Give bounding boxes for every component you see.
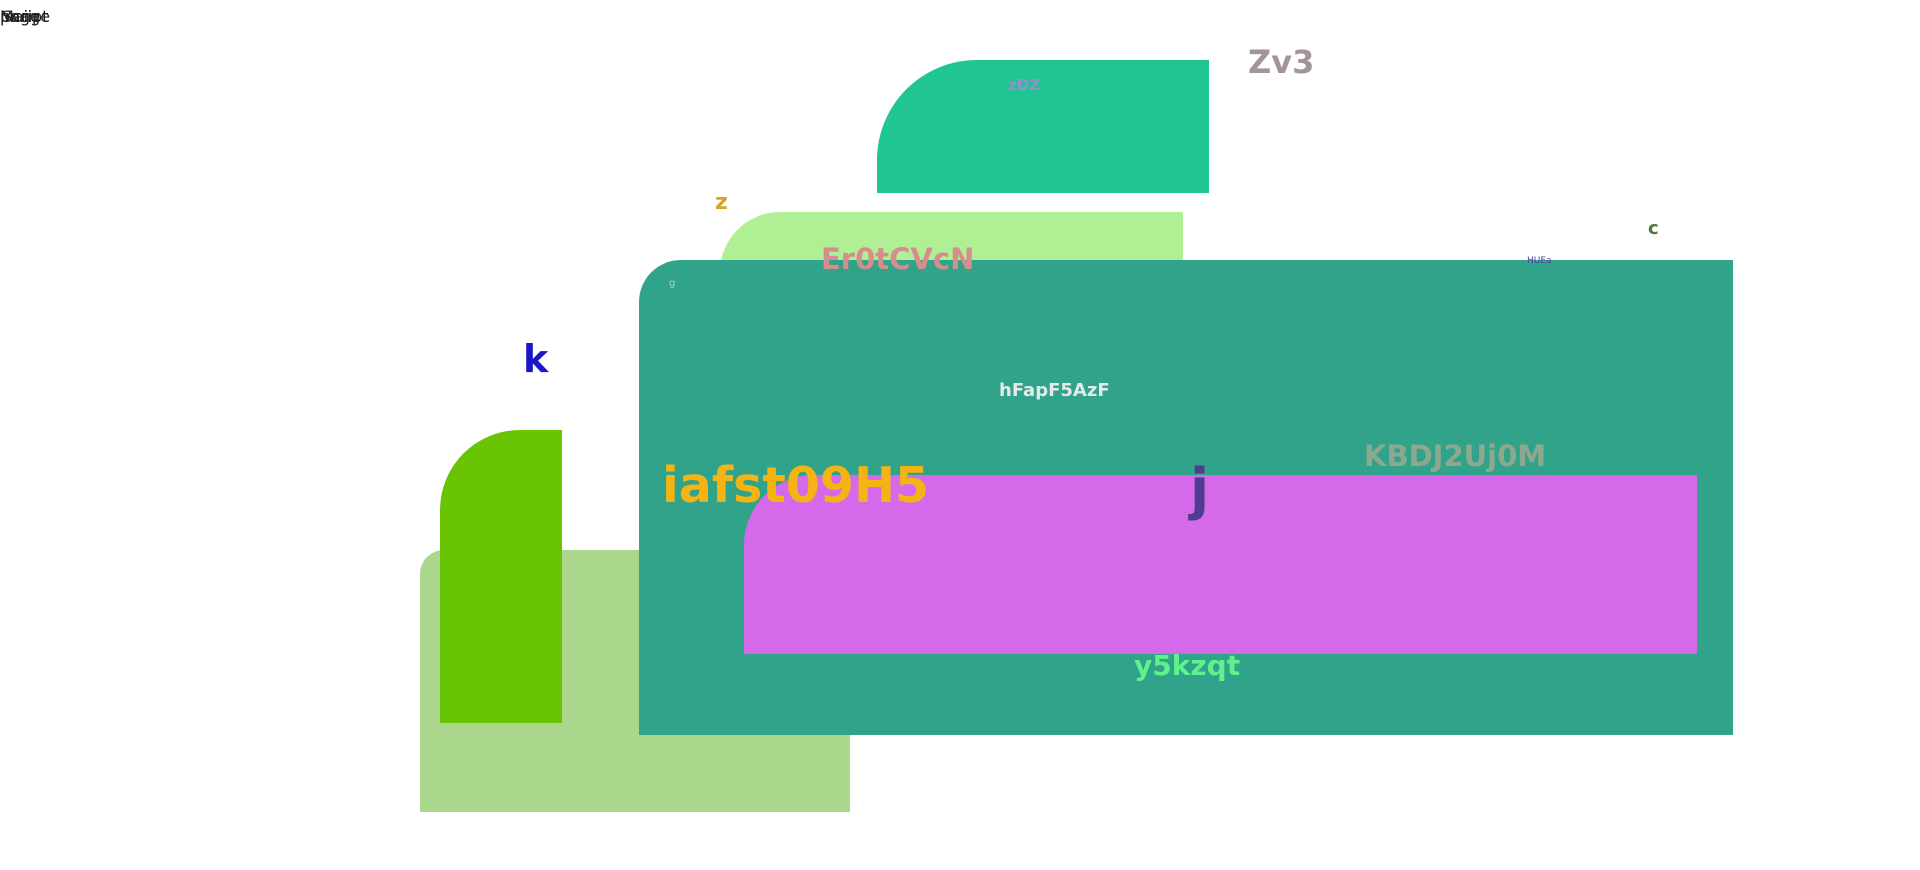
corner-label-image: Image xyxy=(0,7,51,26)
corner-label-main: Main xyxy=(0,7,39,26)
label-y5: y5kzqt xyxy=(1134,649,1241,682)
label-zv3: Zv3 xyxy=(1248,43,1315,81)
corner-label-page: page xyxy=(0,7,40,26)
label-hfap: hFapF5AzF xyxy=(999,380,1110,401)
label-zdz: zDZ xyxy=(1008,76,1041,94)
label-iafst: iafst09H5 xyxy=(662,457,930,514)
label-kbdj: KBDJ2Uj0M xyxy=(1364,439,1547,473)
label-z: z xyxy=(715,190,728,215)
corner-label-script: Script xyxy=(2,7,49,26)
label-j: j xyxy=(1190,457,1210,522)
teal-top-shape xyxy=(877,60,1209,193)
magenta-panel xyxy=(744,475,1697,654)
label-c: c xyxy=(1648,218,1659,239)
label-er0: Er0tCVcN xyxy=(821,242,975,276)
green-pill xyxy=(440,430,562,723)
label-g: g xyxy=(669,278,676,289)
label-k: k xyxy=(523,337,549,381)
label-hufa: HUEa xyxy=(1527,256,1552,266)
